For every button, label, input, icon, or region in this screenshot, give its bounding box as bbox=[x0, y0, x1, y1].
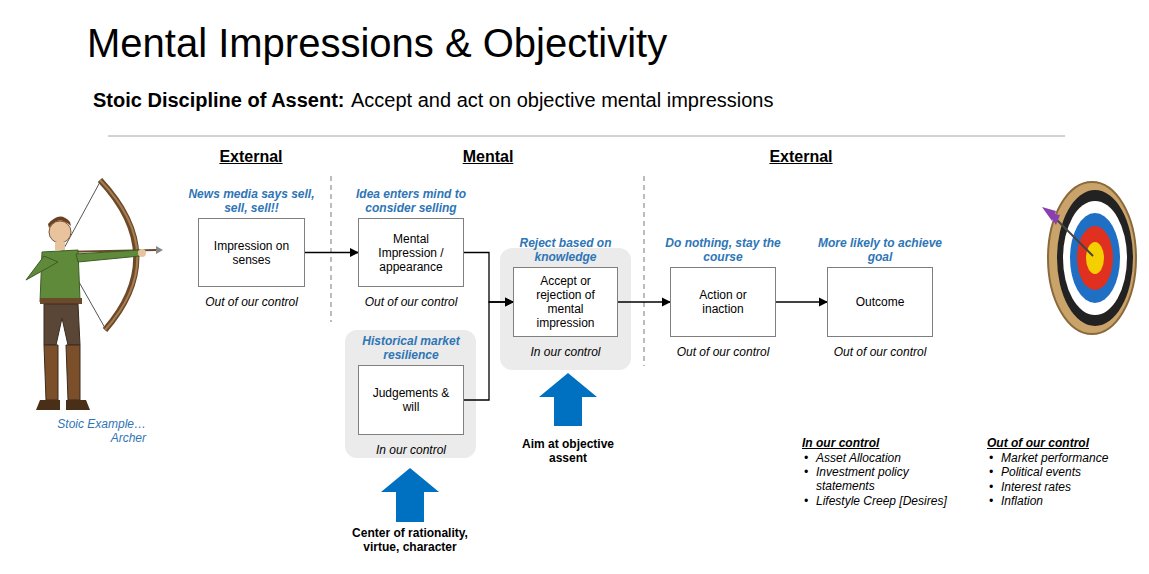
dashed-separator bbox=[643, 176, 645, 366]
subtitle: Accept and act on objective mental impre… bbox=[351, 88, 773, 112]
up-arrow bbox=[381, 468, 439, 522]
bullet: • bbox=[989, 465, 993, 479]
box-label: Accept or rejection of mental impression bbox=[520, 274, 611, 330]
box-label: Impression on senses bbox=[205, 239, 298, 267]
list-item: Inflation• bbox=[987, 494, 1137, 508]
box-heading: Reject based on knowledge bbox=[500, 236, 632, 264]
bullet: • bbox=[804, 465, 808, 479]
bullet: • bbox=[989, 480, 993, 494]
subtitle-bold: Stoic Discipline of Assent: bbox=[93, 88, 345, 112]
control-note: Out of our control bbox=[810, 345, 950, 359]
illustration-caption: Stoic Example… Archer bbox=[56, 417, 146, 445]
divider-line bbox=[108, 136, 1065, 137]
box-label: Judgements & will bbox=[365, 386, 457, 414]
bullet: • bbox=[804, 494, 808, 508]
list-item: Lifestyle Creep [Desires]• bbox=[802, 494, 962, 508]
box-heading: More likely to achieve goal bbox=[814, 236, 946, 264]
arrow-caption: Aim at objective assent bbox=[508, 437, 628, 465]
bullet: • bbox=[989, 451, 993, 465]
control-note: Out of our control bbox=[341, 295, 481, 309]
box-heading: Do nothing, stay the course bbox=[657, 236, 789, 264]
control-note: Out of our control bbox=[182, 295, 322, 309]
box-label: Outcome bbox=[856, 295, 905, 309]
box-heading: Historical market resilience bbox=[345, 334, 477, 362]
box-heading: Idea enters mind to consider selling bbox=[345, 187, 477, 215]
process-box: News media says sell, sell, sell!!Impres… bbox=[198, 218, 305, 287]
section-header: External bbox=[741, 147, 861, 167]
highlight-panel bbox=[345, 330, 476, 458]
list-item: Interest rates• bbox=[987, 480, 1137, 494]
bullet: • bbox=[804, 451, 808, 465]
section-header: External bbox=[191, 147, 311, 167]
flow-connector bbox=[464, 302, 513, 400]
process-box: Historical market resilienceJudgements &… bbox=[358, 365, 464, 435]
box-heading: News media says sell, sell, sell!! bbox=[186, 187, 318, 215]
dashed-separator bbox=[330, 176, 332, 322]
bullet: • bbox=[989, 494, 993, 508]
flow-connector bbox=[618, 301, 670, 302]
box-label: Action or inaction bbox=[677, 288, 769, 316]
box-label: Mental Impression / appearance bbox=[365, 232, 457, 274]
list-heading: In our control bbox=[802, 436, 879, 450]
control-note: In our control bbox=[341, 443, 481, 457]
control-note: In our control bbox=[496, 345, 636, 359]
list-item: Market performance• bbox=[987, 451, 1137, 465]
process-box: Do nothing, stay the courseAction or ina… bbox=[670, 267, 776, 337]
list-item: Political events• bbox=[987, 465, 1137, 479]
archer-illustration bbox=[26, 180, 163, 410]
process-box: Reject based on knowledgeAccept or rejec… bbox=[513, 267, 618, 337]
process-box: Idea enters mind to consider sellingMent… bbox=[358, 218, 464, 287]
target-illustration bbox=[1042, 182, 1136, 334]
control-note: Out of our control bbox=[653, 345, 793, 359]
flow-connector bbox=[776, 301, 827, 302]
section-header: Mental bbox=[428, 147, 548, 167]
arrow-caption: Center of rationality, virtue, character bbox=[352, 526, 468, 554]
list-item: Investment policy statements• bbox=[802, 465, 962, 493]
page-title: Mental Impressions & Objectivity bbox=[87, 20, 667, 66]
flow-connector bbox=[305, 252, 358, 253]
flow-connector bbox=[464, 253, 513, 303]
up-arrow bbox=[539, 373, 597, 426]
list-item: Asset Allocation• bbox=[802, 451, 962, 465]
process-box: More likely to achieve goalOutcomeOut of… bbox=[827, 267, 933, 337]
list-heading: Out of our control bbox=[987, 436, 1089, 450]
